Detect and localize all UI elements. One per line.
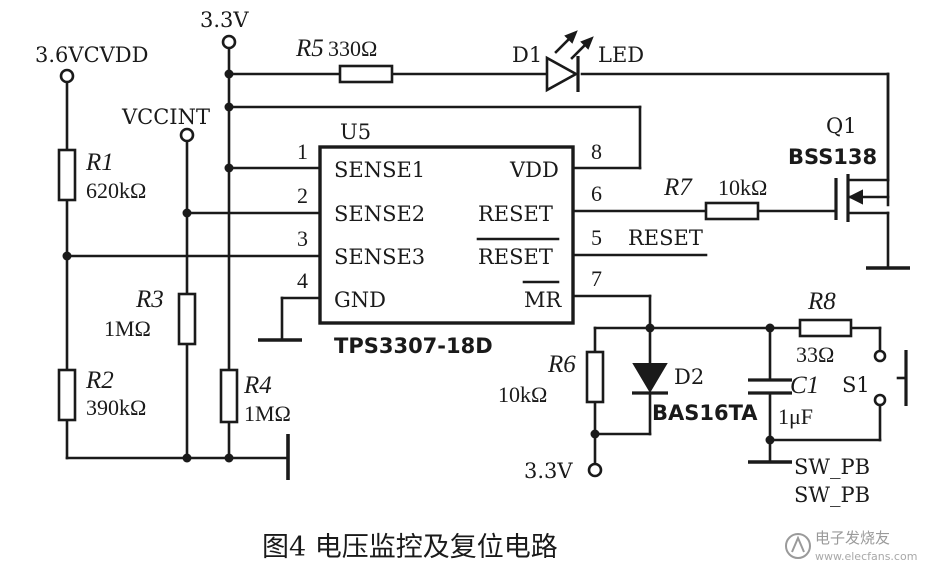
ic-ref: U5	[340, 120, 371, 144]
diode-d2-body	[632, 363, 668, 393]
ic-pin3-num: 3	[297, 226, 308, 251]
ic-pin5-name: RESET	[478, 245, 553, 269]
r7-value: 10kΩ	[718, 175, 767, 200]
r8-ref: R8	[807, 288, 836, 315]
net-label-v33-bottom: 3.3V	[524, 459, 573, 483]
resistors	[57, 64, 853, 424]
r2-value: 390kΩ	[86, 395, 146, 420]
capacitor-c1	[748, 378, 792, 395]
net-label-vccint: VCCINT	[121, 105, 210, 129]
watermark: 电子发烧友 www.elecfans.com	[785, 529, 917, 563]
r5-value: 330Ω	[328, 36, 377, 61]
terminal-vccint	[179, 127, 195, 143]
ic-pin4-num: 4	[297, 268, 308, 293]
labels: 3.3V 3.6VCVDD VCCINT 3.3V RESET R1 620kΩ…	[35, 8, 877, 563]
net-label-v33-top: 3.3V	[200, 8, 249, 32]
switch-contact-top	[873, 349, 887, 363]
diode-part: BAS16TA	[652, 401, 758, 425]
diode-ref: D2	[674, 365, 704, 389]
watermark-brand: 电子发烧友	[815, 529, 890, 547]
diode-d2	[632, 363, 668, 395]
r4-ref: R4	[243, 372, 272, 399]
r7-ref: R7	[663, 174, 693, 201]
ic-pin7-name: MR	[524, 288, 563, 312]
ground-symbols	[258, 266, 910, 480]
ic-pin3-name: SENSE3	[334, 245, 425, 269]
net-label-reset-out: RESET	[628, 226, 703, 250]
r3-value: 1MΩ	[104, 316, 151, 341]
resistor-r1	[57, 148, 77, 202]
r1-value: 620kΩ	[86, 178, 146, 203]
capacitor-value: 1μF	[778, 404, 813, 429]
resistor-r8	[798, 318, 853, 338]
ic-pin8-name: VDD	[509, 158, 559, 182]
switch-label-1: SW_PB	[794, 455, 870, 479]
resistor-r3	[177, 292, 197, 346]
r1-ref: R1	[85, 149, 114, 176]
terminal-v36	[59, 68, 75, 84]
net-label-v36: 3.6VCVDD	[35, 43, 148, 67]
mosfet-q1	[834, 72, 890, 222]
resistor-r6	[585, 350, 605, 404]
led-d1	[545, 30, 594, 93]
led-d1-body	[545, 55, 579, 93]
resistor-r4	[219, 368, 239, 424]
r4-value: 1MΩ	[244, 401, 291, 426]
resistor-r2	[57, 368, 77, 422]
transistor-ref: Q1	[826, 114, 857, 138]
r6-ref: R6	[547, 351, 576, 378]
r8-value: 33Ω	[796, 342, 834, 367]
resistor-r5	[338, 64, 394, 84]
terminals	[59, 34, 887, 478]
r2-ref: R2	[85, 367, 114, 394]
r3-ref: R3	[135, 286, 164, 313]
switch-contact-bottom	[873, 393, 887, 407]
ic-pin2-name: SENSE2	[334, 202, 425, 226]
r6-value: 10kΩ	[498, 382, 547, 407]
terminal-v33-bottom	[587, 462, 603, 478]
switch-label-2: SW_PB	[794, 483, 870, 507]
ic-u5-body	[318, 145, 575, 325]
resistor-r7	[704, 201, 760, 221]
ic-pin6-num: 6	[591, 181, 602, 206]
ic-pin4-name: GND	[334, 288, 386, 312]
r5-ref: R5	[295, 35, 324, 62]
mosfet-arrow	[847, 189, 863, 205]
ic-pin1-num: 1	[297, 139, 308, 164]
ic-part: TPS3307-18D	[334, 334, 493, 358]
led-ref: D1	[512, 43, 542, 67]
ic-pin7-num: 7	[591, 266, 602, 291]
switch-ref: S1	[842, 373, 870, 397]
transistor-part: BSS138	[788, 145, 877, 169]
watermark-logo-icon	[785, 533, 811, 559]
ic-pin1-name: SENSE1	[334, 158, 425, 182]
ic-pin2-num: 2	[297, 183, 308, 208]
junctions	[62, 69, 775, 463]
capacitor-ref: C1	[790, 372, 819, 399]
watermark-url: www.elecfans.com	[815, 550, 917, 563]
figure-caption: 图4 电压监控及复位电路	[262, 532, 558, 563]
pushbutton-s1	[896, 350, 908, 406]
ic-pin6-name: RESET	[478, 202, 553, 226]
ic-pin5-num: 5	[591, 225, 602, 250]
terminal-v33-top	[221, 34, 237, 50]
ic-pin8-num: 8	[591, 139, 602, 164]
led-label: LED	[598, 43, 644, 67]
